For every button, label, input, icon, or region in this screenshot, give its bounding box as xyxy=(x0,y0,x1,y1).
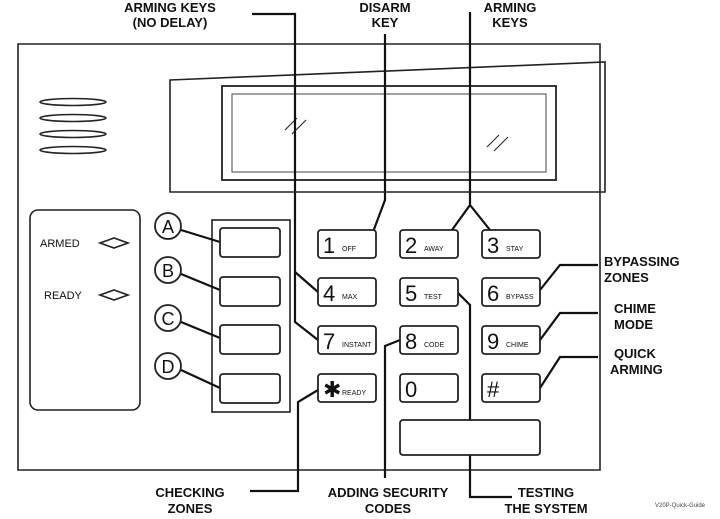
key-outline xyxy=(399,325,459,355)
callout-chime-1: CHIME xyxy=(614,301,656,316)
key-number: 1 xyxy=(323,233,335,258)
key-number: 7 xyxy=(323,329,335,354)
svg-text:A: A xyxy=(162,217,174,237)
key-sublabel: BYPASS xyxy=(506,294,534,301)
callout-quick-1: QUICK xyxy=(614,346,657,361)
key-number: 5 xyxy=(405,281,417,306)
callout-arming-no-delay-1: ARMING KEYS xyxy=(124,0,216,15)
callout-bypassing-2: ZONES xyxy=(604,270,649,285)
callout-quick-2: ARMING xyxy=(610,362,663,377)
key-number: 6 xyxy=(487,281,499,306)
ready-led-icon xyxy=(97,289,131,301)
key-sublabel: CHIME xyxy=(506,342,529,349)
key-sublabel: MAX xyxy=(342,294,358,301)
status-panel xyxy=(29,209,141,411)
key-outline xyxy=(317,373,377,403)
key-sublabel: CODE xyxy=(424,342,445,349)
key-number: 0 xyxy=(405,377,417,402)
callout-testing-1: TESTING xyxy=(518,485,574,500)
display-housing xyxy=(169,61,606,193)
key-outline xyxy=(317,277,377,307)
function-key-d[interactable]: D xyxy=(154,352,281,404)
key-outline xyxy=(317,229,377,259)
callout-chime-2: MODE xyxy=(614,317,653,332)
key-number: 9 xyxy=(487,329,499,354)
callout-arming-1: ARMING xyxy=(484,0,537,15)
footer-code: V20P-Quick-Guide xyxy=(655,503,706,509)
speaker-grille xyxy=(39,97,107,155)
key-sublabel: INSTANT xyxy=(342,342,372,349)
key-outline xyxy=(399,229,459,259)
lcd-screen xyxy=(231,93,547,173)
blank-key[interactable] xyxy=(399,419,541,456)
callout-adding-2: CODES xyxy=(365,501,412,516)
function-key-panel xyxy=(211,219,291,413)
key-outline xyxy=(481,277,541,307)
function-keys: A B C D xyxy=(154,212,281,404)
key-sublabel: OFF xyxy=(342,246,356,253)
key-sublabel: AWAY xyxy=(424,246,444,253)
key-number: 2 xyxy=(405,233,417,258)
key-sublabel: TEST xyxy=(424,294,443,301)
lcd-window xyxy=(221,85,557,181)
key-outline xyxy=(481,325,541,355)
key-number: # xyxy=(487,377,500,402)
key-k10[interactable]: 0 xyxy=(399,373,459,403)
key-number: ✱ xyxy=(323,377,341,402)
key-k11[interactable]: # xyxy=(481,373,541,403)
callout-disarm-2: KEY xyxy=(372,15,399,30)
callout-bypassing-1: BYPASSING xyxy=(604,254,680,269)
key-sublabel: STAY xyxy=(506,246,524,253)
armed-led-icon xyxy=(97,237,131,249)
armed-label: ARMED xyxy=(40,238,80,250)
svg-text:C: C xyxy=(162,309,175,329)
glare-marks xyxy=(284,117,509,152)
key-ready[interactable]: ✱READY xyxy=(317,373,377,403)
key-sublabel: READY xyxy=(342,390,366,397)
callout-arming-no-delay-2: (NO DELAY) xyxy=(133,15,208,30)
callout-arming-2: KEYS xyxy=(492,15,528,30)
function-key-c[interactable]: C xyxy=(154,304,281,355)
callout-checking-1: CHECKING xyxy=(155,485,224,500)
function-key-a[interactable]: A xyxy=(154,212,281,258)
callout-disarm-1: DISARM xyxy=(359,0,410,15)
svg-text:D: D xyxy=(162,357,175,377)
key-number: 3 xyxy=(487,233,499,258)
svg-text:B: B xyxy=(162,261,174,281)
key-outline xyxy=(481,373,541,403)
key-outline xyxy=(317,325,377,355)
function-key-b[interactable]: B xyxy=(154,256,281,307)
callout-adding-1: ADDING SECURITY xyxy=(328,485,449,500)
key-number: 8 xyxy=(405,329,417,354)
callout-lines xyxy=(250,12,598,499)
keypad-body xyxy=(17,43,601,471)
ready-label: READY xyxy=(44,290,83,302)
callout-checking-2: ZONES xyxy=(168,501,213,516)
key-number: 4 xyxy=(323,281,335,306)
key-outline xyxy=(399,277,459,307)
callout-testing-2: THE SYSTEM xyxy=(504,501,587,516)
key-outline xyxy=(399,373,459,403)
key-outline xyxy=(481,229,541,259)
